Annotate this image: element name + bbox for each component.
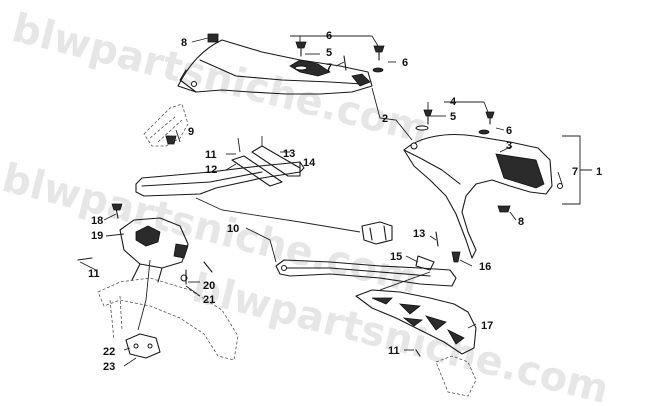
callout-11-left: 11 bbox=[88, 268, 100, 280]
callout-18: 18 bbox=[91, 215, 104, 227]
callout-20: 20 bbox=[203, 280, 216, 292]
callout-23: 23 bbox=[103, 361, 116, 373]
callout-8-top-left: 8 bbox=[181, 37, 188, 49]
callout-12: 12 bbox=[205, 164, 218, 176]
callout-19: 19 bbox=[91, 230, 104, 242]
callout-13-upper: 13 bbox=[283, 148, 296, 160]
left-mounting-dashed bbox=[143, 103, 189, 147]
callout-2: 2 bbox=[382, 113, 389, 125]
callout-10: 10 bbox=[227, 223, 240, 235]
callout-5-right: 5 bbox=[450, 111, 457, 123]
footrest-plate bbox=[355, 289, 477, 355]
callout-14: 14 bbox=[303, 157, 316, 169]
callout-4-upper: 6 bbox=[326, 30, 333, 42]
group-bracket-1 bbox=[562, 135, 592, 205]
frame-dashed bbox=[97, 277, 239, 361]
callout-3: 3 bbox=[506, 140, 513, 152]
callout-1: 1 bbox=[596, 166, 603, 178]
left-side-panel bbox=[177, 39, 373, 95]
callout-9: 9 bbox=[188, 126, 195, 138]
right-side-panel bbox=[403, 133, 563, 259]
lower-right-frame-dashed bbox=[435, 355, 477, 397]
weatherstrip-parts bbox=[231, 136, 301, 187]
callout-11-lower: 11 bbox=[388, 345, 400, 357]
callout-21: 21 bbox=[203, 294, 216, 306]
callout-6-right: 6 bbox=[506, 125, 513, 137]
callout-8-right: 8 bbox=[518, 216, 525, 228]
callout-11-upper: 11 bbox=[205, 149, 217, 161]
callout-7-right: 7 bbox=[572, 166, 579, 178]
callout-22: 22 bbox=[103, 346, 116, 358]
left-mount-plate bbox=[119, 217, 189, 283]
small-bracket bbox=[125, 333, 161, 359]
callout-6-upper: 6 bbox=[402, 57, 409, 69]
callout-13-lower: 13 bbox=[413, 228, 426, 240]
callout-7-upper: 7 bbox=[326, 62, 333, 74]
lower-support-arm bbox=[275, 259, 457, 287]
callout-16: 16 bbox=[479, 261, 492, 273]
arm-mount-bracket bbox=[361, 221, 393, 245]
leader-lines bbox=[79, 35, 563, 367]
callout-4-right: 4 bbox=[450, 96, 457, 108]
callout-15: 15 bbox=[390, 251, 403, 263]
hardware bbox=[77, 33, 511, 357]
callout-5-upper: 5 bbox=[326, 47, 333, 59]
callout-17: 17 bbox=[481, 320, 494, 332]
upper-support-arm bbox=[135, 161, 305, 197]
